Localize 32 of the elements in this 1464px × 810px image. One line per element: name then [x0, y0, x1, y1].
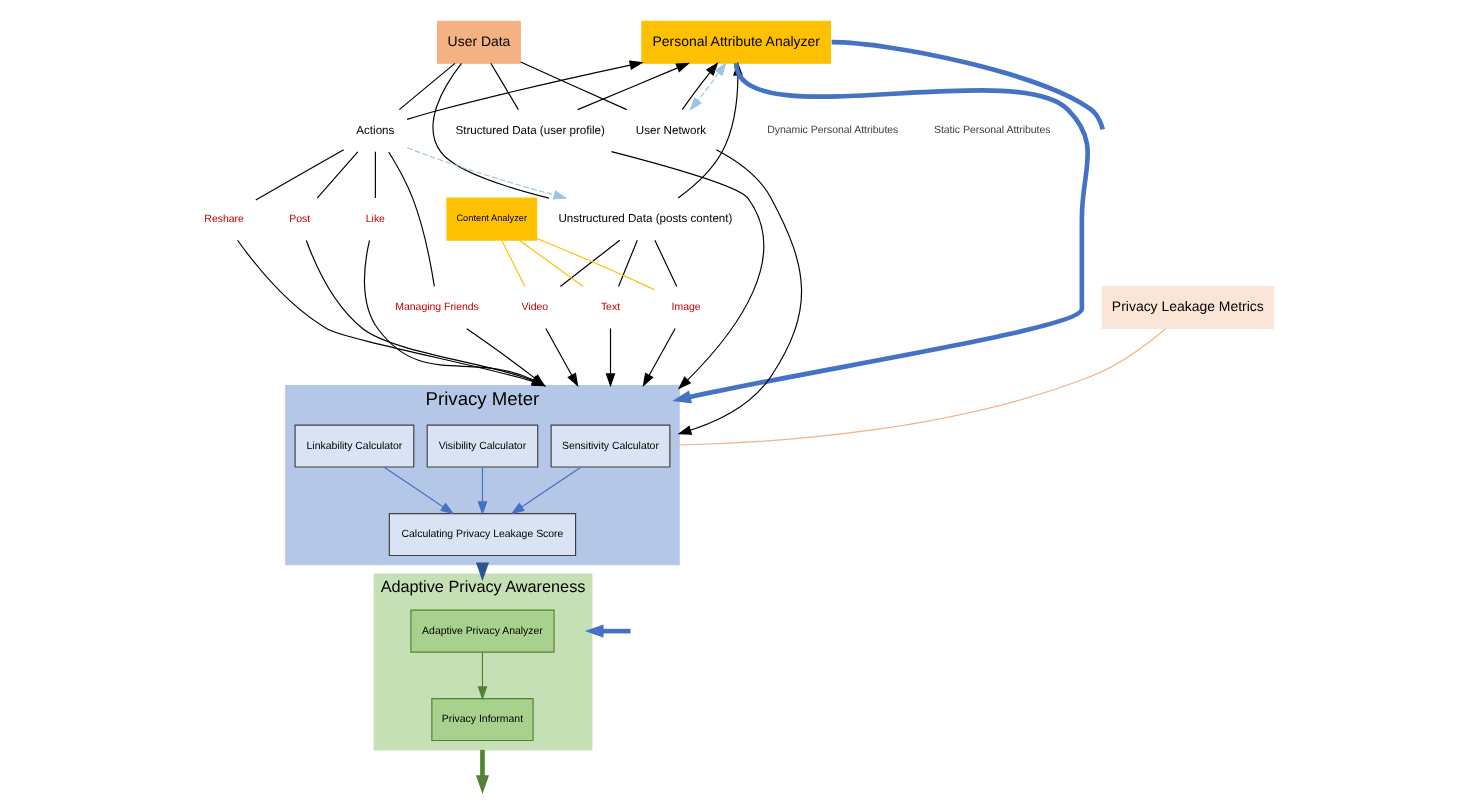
- connector: [653, 239, 677, 288]
- connector: [517, 239, 583, 288]
- connector: [535, 237, 654, 291]
- arrow: [688, 61, 726, 111]
- connector: [500, 239, 525, 288]
- connector: [489, 62, 518, 111]
- connector: [254, 149, 344, 201]
- connector: [373, 151, 375, 199]
- connector: [558, 239, 620, 288]
- arrow: [405, 60, 643, 120]
- arrow: [474, 749, 488, 794]
- arrow: [609, 151, 764, 390]
- arrow: [476, 651, 487, 701]
- connector: [616, 239, 637, 288]
- connector: [677, 328, 1166, 446]
- arrow: [676, 149, 802, 435]
- arrow: [641, 327, 675, 388]
- arrow: [583, 624, 630, 638]
- connector: [397, 62, 455, 111]
- connector: [431, 62, 549, 199]
- connector: [519, 61, 627, 111]
- arrow: [476, 466, 487, 516]
- connector: [387, 151, 434, 287]
- arrow: [680, 61, 718, 111]
- arrow: [604, 327, 615, 388]
- arrow: [576, 62, 690, 111]
- arrow: [544, 327, 578, 388]
- arrow: [509, 466, 581, 515]
- arrow: [405, 146, 567, 200]
- arrow: [382, 466, 454, 515]
- connector: [830, 39, 1104, 131]
- connector: [315, 151, 358, 199]
